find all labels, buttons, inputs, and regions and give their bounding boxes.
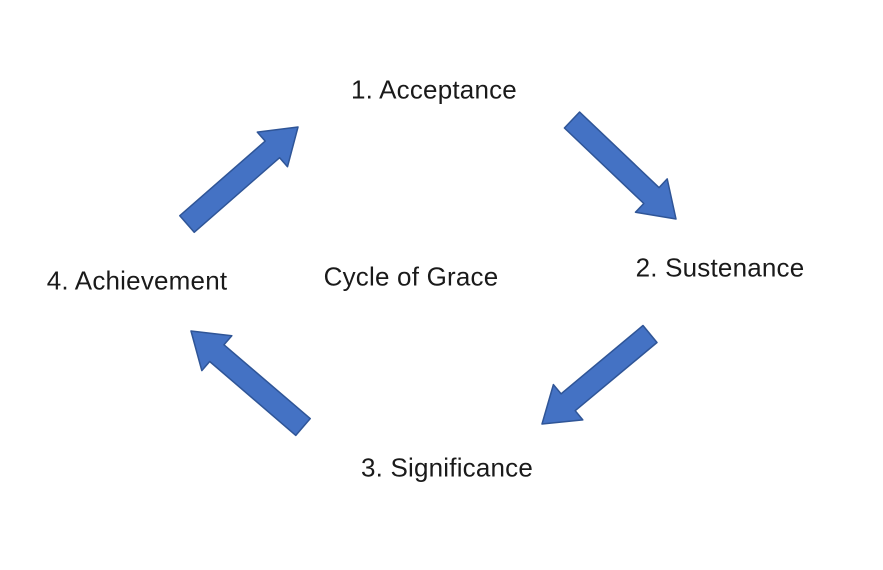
diagram-title: Cycle of Grace <box>323 261 499 292</box>
arrow-achievement-to-acceptance <box>179 126 299 234</box>
arrow-acceptance-to-sustenance <box>563 111 677 220</box>
arrow-sustenance-to-significance <box>541 324 658 425</box>
node-label-sustenance: 2. Sustenance <box>635 252 805 283</box>
node-label-acceptance: 1. Acceptance <box>351 74 517 105</box>
arrow-significance-to-achievement <box>190 330 311 437</box>
node-label-achievement: 4. Achievement <box>46 265 228 296</box>
node-label-significance: 3. Significance <box>360 452 534 483</box>
